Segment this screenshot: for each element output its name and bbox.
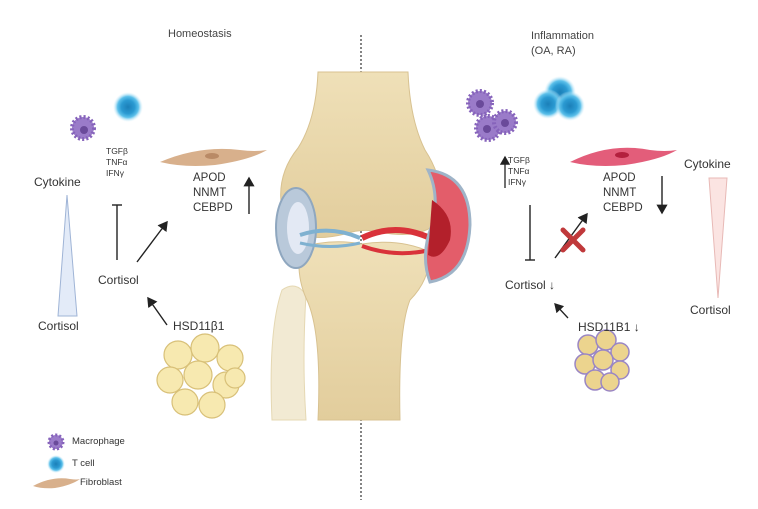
cytokine-list-inflamed: TGFβ TNFα IFNγ <box>508 155 530 188</box>
cortisol-decreased-label: Cortisol ↓ <box>505 278 556 292</box>
adipocyte-cluster-icon <box>156 333 246 419</box>
macrophage-icon <box>70 115 96 141</box>
gene-apod: APOD <box>603 172 636 184</box>
cytokine-cortisol-gradient <box>708 177 728 299</box>
inflamed-fibroblast-icon <box>570 147 677 166</box>
activation-arrow <box>147 296 168 326</box>
inhibition-arrow <box>112 204 122 260</box>
fibroblast-icon <box>160 148 267 166</box>
block-x-icon <box>560 227 586 253</box>
legend-macrophage-label: Macrophage <box>72 436 125 447</box>
t-cell-icon <box>113 92 143 122</box>
gene-list: APOD NNMT CEBPD <box>193 171 233 216</box>
gene-nnmt: NNMT <box>603 187 637 199</box>
gradient-cortisol-label: Cortisol <box>38 319 79 333</box>
inflamed-adipocyte-cluster-icon <box>574 329 630 392</box>
knee-joint-illustration <box>270 71 472 421</box>
inhibition-arrow <box>525 205 535 261</box>
cytokine-tnfa: TNFα <box>508 166 530 176</box>
legend-macrophage-icon <box>47 433 65 451</box>
inflammation-title-line2: (OA, RA) <box>531 45 576 57</box>
gene-list-inflamed: APOD NNMT CEBPD <box>603 171 643 216</box>
inflammation-title-line1: Inflammation <box>531 30 594 42</box>
legend-fibroblast-label: Fibroblast <box>80 477 122 488</box>
legend-t-cell-label: T cell <box>72 458 95 469</box>
cytokine-tgfb: TGFβ <box>106 146 128 156</box>
activation-arrow <box>554 303 569 319</box>
activation-arrow <box>136 220 168 263</box>
gradient-cytokine-label-inflamed: Cytokine <box>684 157 731 171</box>
cytokine-tnfa: TNFα <box>106 157 128 167</box>
cytokine-tgfb: TGFβ <box>508 155 530 165</box>
cytokine-ifng: IFNγ <box>106 168 124 178</box>
cytokine-list: TGFβ TNFα IFNγ <box>106 146 128 179</box>
t-cell-cluster-icon <box>533 76 585 121</box>
gene-nnmt: NNMT <box>193 187 227 199</box>
legend-t-cell-icon <box>47 455 65 473</box>
legend-fibroblast-icon <box>33 478 80 489</box>
cortisol-label: Cortisol <box>98 273 139 287</box>
gene-cebpd: CEBPD <box>603 202 643 214</box>
macrophage-cluster-icon <box>466 89 518 142</box>
inflammation-title: Inflammation (OA, RA) <box>531 29 594 59</box>
enzyme-label: HSD11β1 <box>173 319 225 333</box>
gene-apod: APOD <box>193 172 226 184</box>
homeostasis-title: Homeostasis <box>168 28 232 40</box>
gradient-cytokine-label: Cytokine <box>34 175 81 189</box>
cytokine-ifng: IFNγ <box>508 177 526 187</box>
enzyme-decreased-label: HSD11B1 ↓ <box>578 320 640 334</box>
gradient-cortisol-label-inflamed: Cortisol <box>690 303 731 317</box>
cytokine-cortisol-gradient <box>57 194 78 317</box>
gene-cebpd: CEBPD <box>193 202 233 214</box>
